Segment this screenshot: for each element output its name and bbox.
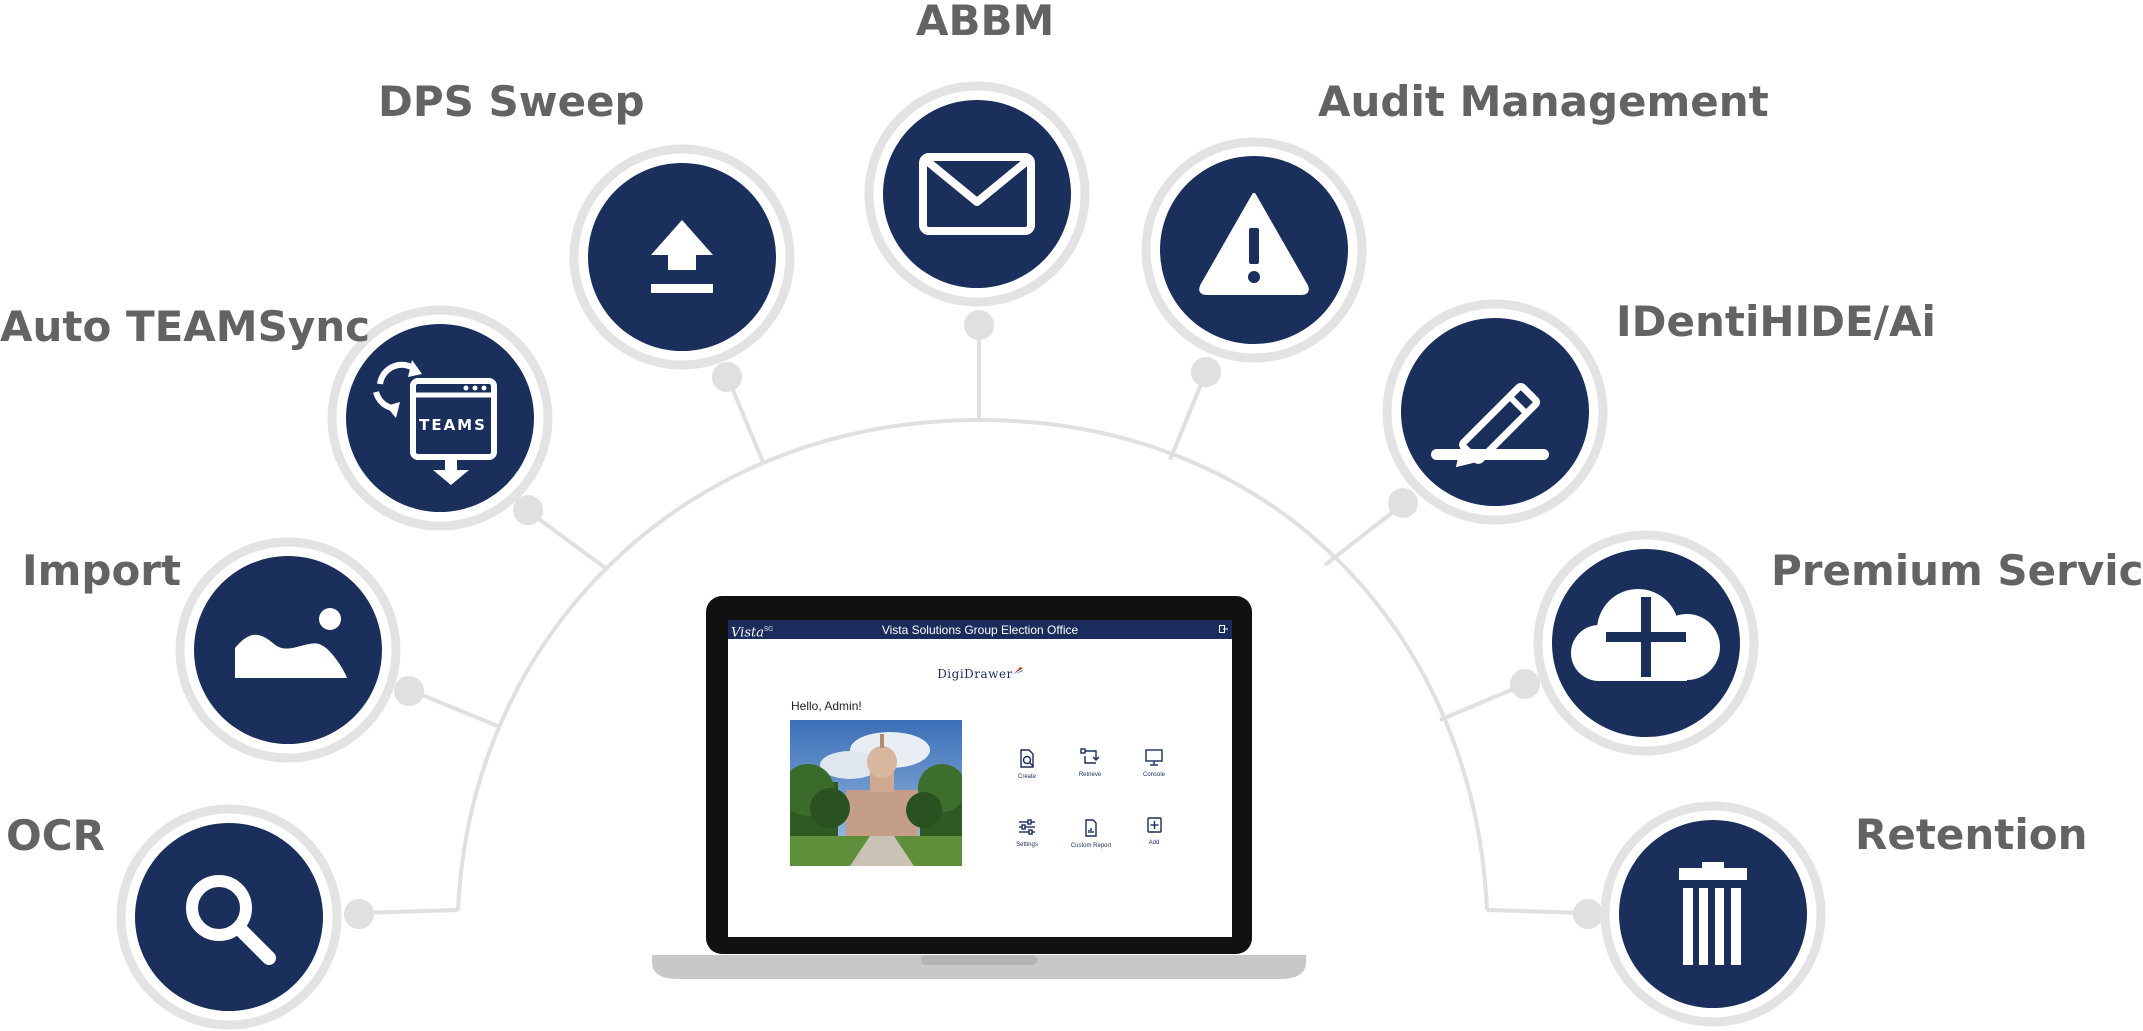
product-logo-text: DigiDrawer (937, 667, 1013, 681)
greeting: Hello, Admin! (791, 699, 862, 713)
laptop-hinge-notch (921, 955, 1037, 965)
tile-create[interactable]: Create (992, 748, 1062, 804)
sliders-icon (1019, 819, 1035, 835)
tile-label: Console (1142, 772, 1165, 778)
exit-icon[interactable] (1219, 625, 1228, 633)
warning-icon (1199, 193, 1309, 295)
capitol-photo (790, 720, 962, 866)
node-abbm[interactable] (864, 81, 1090, 307)
tile-custom-report[interactable]: Custom Report (1056, 817, 1126, 873)
feature-label-identihide: IDentiHIDE/Ai (1616, 297, 1936, 346)
tile-retrieve[interactable]: Retrieve (1055, 746, 1125, 802)
feature-label-retention: Retention (1855, 810, 2088, 859)
connector-arc-group (359, 325, 1589, 915)
laptop-screen: VistaSG Vista Solutions Group Election O… (728, 620, 1232, 937)
retrieve-arrows-icon (1080, 748, 1100, 764)
image-icon (235, 608, 347, 678)
connector-line (409, 688, 501, 729)
connector-dot (394, 676, 424, 706)
document-search-icon (1020, 749, 1034, 768)
connector-line (526, 509, 610, 572)
upload-icon (651, 220, 713, 293)
add-box-icon (1147, 817, 1162, 833)
feature-label-auto-teamsync: Auto TEAMSync (0, 302, 371, 351)
connector-dots (344, 310, 1603, 929)
connector-line (1439, 682, 1526, 722)
feature-label-dps-sweep: DPS Sweep (378, 77, 645, 126)
connector-dot (513, 495, 543, 525)
connector-line (726, 377, 765, 463)
envelope-icon (919, 153, 1035, 235)
node-audit-management[interactable] (1141, 137, 1367, 363)
feature-label-import: Import (22, 546, 182, 595)
laptop-base (652, 955, 1306, 979)
node-identihide[interactable] (1382, 299, 1608, 525)
tile-label: Add (1148, 840, 1160, 846)
connector-line (1323, 502, 1405, 567)
node-retention[interactable] (1600, 801, 1826, 1027)
node-dps-sweep[interactable] (569, 144, 795, 370)
node-auto-teamsync[interactable]: TEAMS (327, 305, 553, 531)
monitor-icon (1145, 749, 1163, 766)
tile-label: Settings (1016, 842, 1038, 848)
feature-label-premium-services: Premium Services (1771, 546, 2143, 595)
report-icon (1085, 819, 1097, 837)
connector-line (1486, 908, 1589, 915)
connector-dot (344, 899, 374, 929)
teams-sync-icon: TEAMS (373, 360, 497, 485)
teams-text: TEAMS (419, 416, 487, 434)
tile-console[interactable]: Console (1119, 746, 1189, 802)
connector-line (1168, 371, 1208, 461)
logo-mark-icon (1013, 667, 1023, 674)
tile-label: Custom Report (1070, 843, 1112, 849)
app-title-bar: VistaSG Vista Solutions Group Election O… (728, 620, 1232, 640)
connector-dot (1573, 899, 1603, 929)
tile-add[interactable]: Add (1119, 814, 1189, 870)
app-brand: VistaSG (731, 622, 773, 640)
tile-label: Retrieve (1078, 772, 1102, 778)
product-logo: DigiDrawer (728, 665, 1232, 681)
cloud-plus-icon (1571, 589, 1720, 681)
connector-dot (964, 310, 994, 340)
brand-sup: SG (763, 626, 773, 633)
connector-line (359, 908, 459, 915)
feature-label-abbm: ABBM (916, 0, 1055, 45)
tile-label: Create (1017, 774, 1036, 780)
magnifier-icon (186, 875, 276, 965)
node-premium-services[interactable] (1533, 530, 1759, 756)
trash-icon (1679, 862, 1747, 965)
connector-dot (712, 362, 742, 392)
connector-dot (1388, 488, 1418, 518)
window-title: Vista Solutions Group Election Office (881, 623, 1079, 637)
feature-label-audit-management: Audit Management (1318, 77, 1769, 126)
feature-label-ocr: OCR (6, 811, 105, 860)
pencil-icon (1431, 382, 1549, 468)
connector-dot (1191, 357, 1221, 387)
node-ocr[interactable] (116, 804, 342, 1030)
tile-settings[interactable]: Settings (992, 816, 1062, 872)
node-import[interactable] (175, 537, 401, 763)
brand-name: Vista (731, 625, 764, 641)
connector-dot (1510, 669, 1540, 699)
